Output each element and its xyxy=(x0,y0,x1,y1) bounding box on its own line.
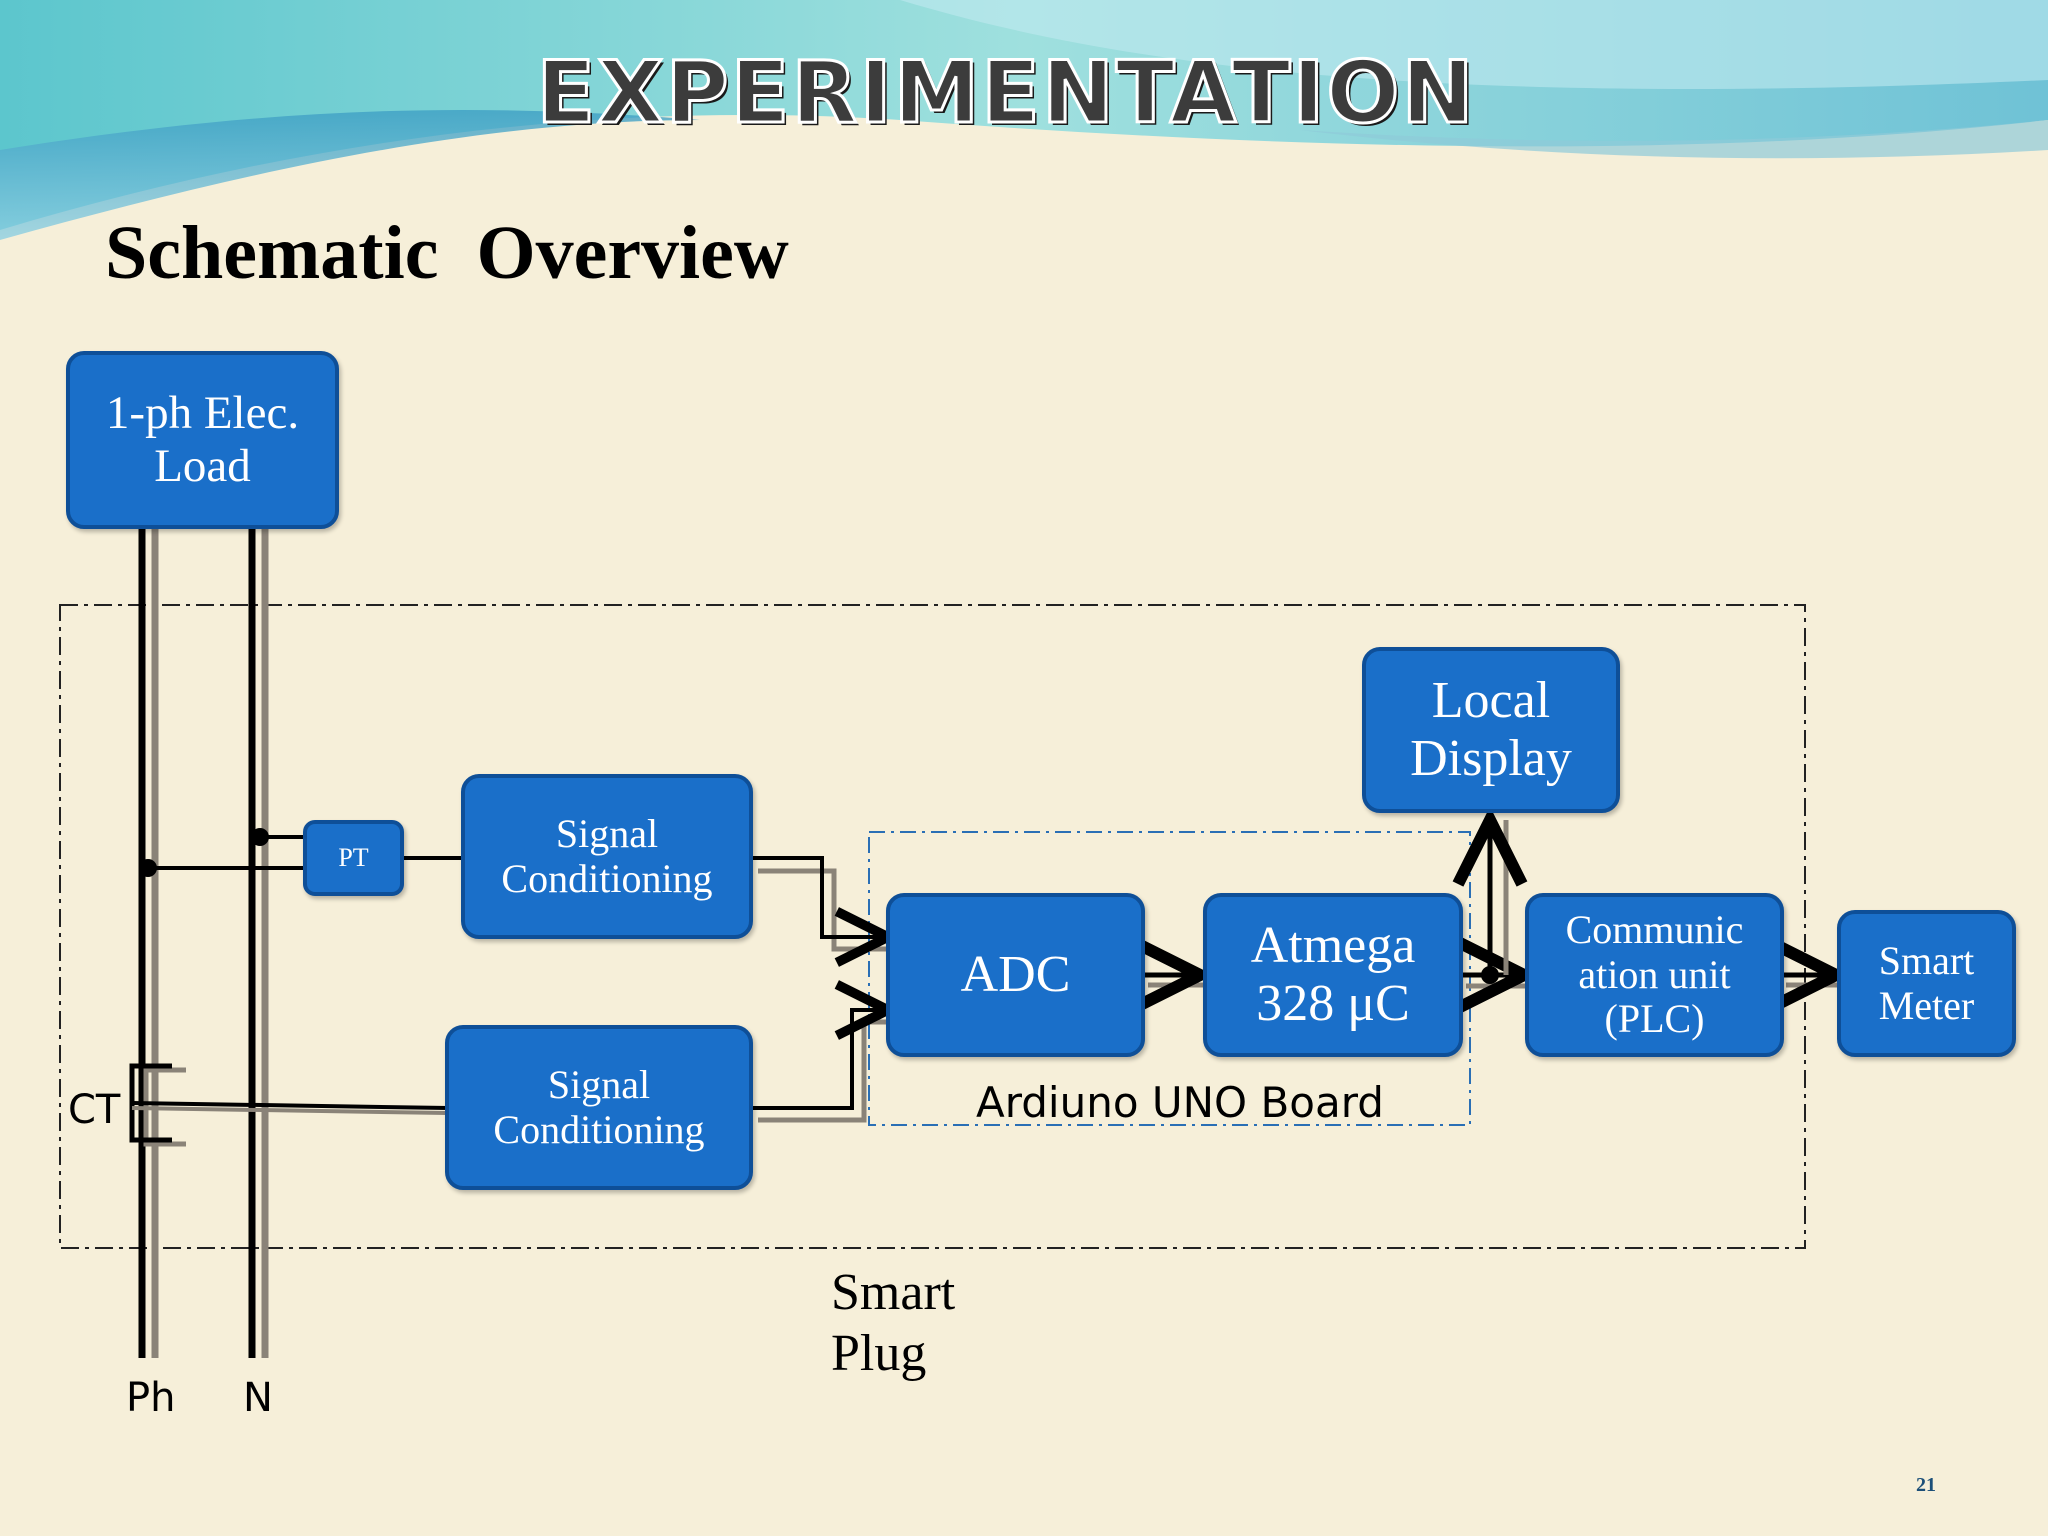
ct-clamp xyxy=(129,1063,449,1147)
sc-bottom-to-adc xyxy=(752,1010,894,1123)
signal-conditioning-bottom-block: Signal Conditioning xyxy=(445,1025,753,1190)
atmega-label-line1: Atmega xyxy=(1250,916,1416,974)
smart-plug-label: Smart Plug xyxy=(831,1262,955,1385)
ct-label: CT xyxy=(68,1087,121,1133)
communication-unit-line1: Communic xyxy=(1565,906,1744,952)
neutral-label: N xyxy=(243,1375,273,1421)
smart-meter-line2: Meter xyxy=(1878,982,1975,1028)
phase-label: Ph xyxy=(126,1375,176,1421)
adc-label: ADC xyxy=(960,945,1071,1003)
smart-meter-line1: Smart xyxy=(1878,937,1975,983)
pt-block: PT xyxy=(303,820,404,896)
neutral-conductor xyxy=(248,528,269,1358)
adc-block: ADC xyxy=(886,893,1145,1057)
smart-plug-boundary xyxy=(59,604,1806,1249)
comm-to-meter xyxy=(1782,975,1840,985)
adc-to-atmega xyxy=(1144,975,1204,985)
signal-conditioning-bottom-line2: Conditioning xyxy=(493,1106,705,1152)
pt-label: PT xyxy=(338,843,369,873)
communication-unit-line3: (PLC) xyxy=(1604,996,1705,1042)
arduino-board-label: Ardiuno UNO Board xyxy=(976,1078,1384,1127)
signal-conditioning-top-line2: Conditioning xyxy=(501,855,713,901)
atmega-to-display xyxy=(1490,820,1506,975)
slide-title: EXPERIMENTATION xyxy=(535,42,1476,145)
sc-top-to-adc xyxy=(752,856,894,949)
header-wave-decoration xyxy=(0,0,2048,240)
local-display-line2: Display xyxy=(1410,730,1572,787)
signal-conditioning-bottom-line1: Signal xyxy=(547,1061,651,1107)
phase-conductor xyxy=(138,528,159,1358)
load-label-line1: 1-ph Elec. xyxy=(105,387,300,440)
load-label-line2: Load xyxy=(154,440,251,492)
communication-unit-block: Communic ation unit (PLC) xyxy=(1525,893,1784,1057)
atmega-label-line2: 328 μC xyxy=(1256,975,1410,1032)
atmega-block: Atmega 328 μC xyxy=(1203,893,1463,1057)
smart-plug-line1: Smart xyxy=(831,1264,956,1321)
page-number: 21 xyxy=(1916,1474,1936,1496)
section-heading: Schematic Overview xyxy=(105,211,789,295)
load-block: 1-ph Elec. Load xyxy=(66,351,339,529)
signal-conditioning-top-block: Signal Conditioning xyxy=(461,774,753,939)
smart-meter-block: Smart Meter xyxy=(1837,910,2016,1057)
smart-plug-line2: Plug xyxy=(831,1325,927,1383)
signal-conditioning-top-line1: Signal xyxy=(555,810,659,856)
local-display-block: Local Display xyxy=(1362,647,1620,813)
local-display-line1: Local xyxy=(1431,671,1551,729)
communication-unit-line2: ation unit xyxy=(1578,951,1731,997)
